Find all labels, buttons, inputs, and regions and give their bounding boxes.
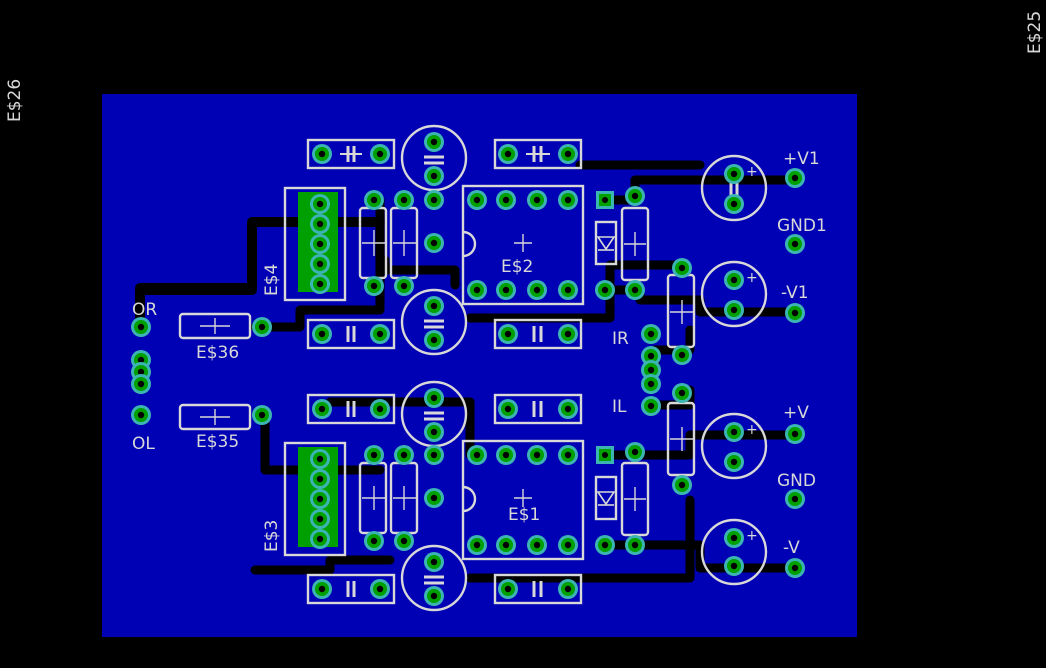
label-e36: E$36 [196, 343, 239, 363]
label-or: OR [132, 300, 157, 320]
film-capacitor[interactable] [493, 138, 583, 170]
resistor[interactable] [389, 445, 419, 551]
resistor[interactable] [620, 442, 650, 555]
svg-text:+: + [746, 528, 758, 544]
label-v1-minus: -V1 [781, 283, 809, 303]
label-e25: E$25 [1025, 11, 1045, 54]
resistor[interactable] [358, 190, 388, 296]
svg-text:+: + [746, 164, 758, 180]
label-e3: E$3 [262, 520, 282, 552]
film-capacitor[interactable] [306, 318, 396, 350]
diode[interactable] [594, 446, 618, 555]
label-e26: E$26 [5, 79, 25, 122]
diode[interactable] [594, 191, 618, 300]
ic-e1[interactable]: E$1 [461, 439, 585, 561]
electrolytic-capacitor[interactable] [400, 544, 468, 612]
screw-terminal-e3[interactable]: E$3 [262, 441, 347, 557]
label-gnd1: GND1 [777, 216, 827, 236]
label-e35: E$35 [196, 432, 239, 452]
ic-e2[interactable]: E$2 [461, 184, 585, 306]
label-e2: E$2 [501, 257, 533, 277]
film-capacitor[interactable] [306, 573, 396, 605]
label-e1: E$1 [508, 505, 540, 525]
resistor[interactable] [666, 383, 696, 495]
label-v1-plus: +V1 [783, 149, 820, 169]
film-capacitor[interactable] [306, 393, 396, 425]
output-header[interactable] [131, 350, 151, 394]
resistor[interactable] [666, 258, 696, 365]
label-v-minus: -V [783, 538, 800, 558]
label-v-plus: +V [783, 403, 809, 423]
svg-text:+: + [746, 422, 758, 438]
label-e4: E$4 [262, 264, 282, 296]
pad-gnd1 [785, 234, 805, 254]
film-capacitor[interactable] [493, 573, 583, 605]
label-gnd: GND [777, 471, 816, 491]
svg-text:+: + [746, 270, 758, 286]
screw-terminal-e4[interactable]: E$4 [262, 186, 347, 302]
input-header[interactable] [641, 324, 661, 416]
pad-v-minus [785, 558, 805, 578]
electrolytic-capacitor[interactable]: + [700, 518, 768, 586]
resistor[interactable] [620, 186, 650, 300]
electrolytic-capacitor[interactable] [400, 288, 468, 356]
electrolytic-capacitor[interactable]: + [700, 260, 768, 328]
pad-v-plus [785, 424, 805, 444]
electrolytic-capacitor[interactable]: + [700, 154, 768, 222]
pad-gnd [785, 489, 805, 509]
film-capacitor[interactable] [493, 393, 583, 425]
resistor[interactable] [389, 190, 419, 296]
resistor-e36[interactable]: E$36 [131, 312, 272, 363]
resistor-e35[interactable]: E$35 [131, 403, 272, 452]
film-capacitor[interactable] [493, 318, 583, 350]
film-capacitor[interactable] [306, 138, 396, 170]
pad-v1-minus [785, 303, 805, 323]
label-il: IL [612, 397, 627, 417]
resistor[interactable] [358, 445, 388, 551]
electrolytic-capacitor[interactable]: + [700, 412, 768, 480]
pad-v1-plus [785, 168, 805, 188]
label-ol: OL [132, 434, 155, 454]
label-ir: IR [612, 329, 629, 349]
